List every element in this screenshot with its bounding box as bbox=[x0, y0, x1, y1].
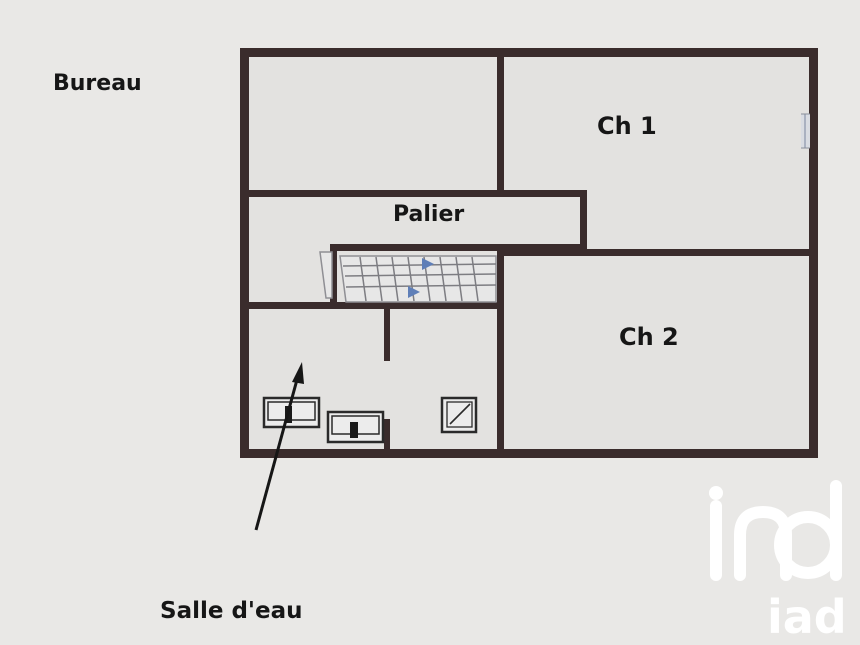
wall-partition-upper bbox=[384, 309, 390, 361]
wall-ch2-left bbox=[497, 249, 504, 454]
iad-logo-dot bbox=[709, 486, 723, 500]
outer-wall-left bbox=[240, 48, 249, 458]
window-ch1 bbox=[801, 113, 810, 149]
wall-palier-bottom bbox=[330, 244, 587, 251]
label-salle-deau: Salle d'eau bbox=[160, 598, 302, 624]
label-ch2: Ch 2 bbox=[619, 323, 679, 351]
wall-palier-right bbox=[580, 190, 587, 248]
label-palier: Palier bbox=[393, 202, 464, 227]
wall-stair-left bbox=[330, 244, 337, 308]
washbasin-right bbox=[326, 410, 385, 444]
wall-salle-top bbox=[249, 302, 499, 309]
staircase bbox=[319, 251, 497, 303]
shower bbox=[440, 396, 478, 434]
stair-arrow-upper bbox=[422, 258, 434, 270]
iad-logo: iad bbox=[709, 480, 847, 644]
iad-logo-symbol bbox=[710, 480, 842, 581]
iad-logo-text: iad bbox=[767, 590, 847, 644]
outer-wall-bottom bbox=[240, 449, 818, 458]
wall-partition-lower bbox=[384, 419, 390, 451]
label-bureau: Bureau bbox=[53, 71, 142, 96]
wall-ch2-top bbox=[498, 249, 818, 256]
label-ch1: Ch 1 bbox=[597, 112, 657, 140]
stair-arrow-lower bbox=[408, 286, 420, 298]
wall-bureau-ch1 bbox=[497, 57, 504, 197]
arrow-to-salle-deau bbox=[254, 362, 304, 531]
walls bbox=[240, 48, 818, 458]
outer-wall-top bbox=[240, 48, 818, 57]
wall-palier-top bbox=[249, 190, 586, 197]
